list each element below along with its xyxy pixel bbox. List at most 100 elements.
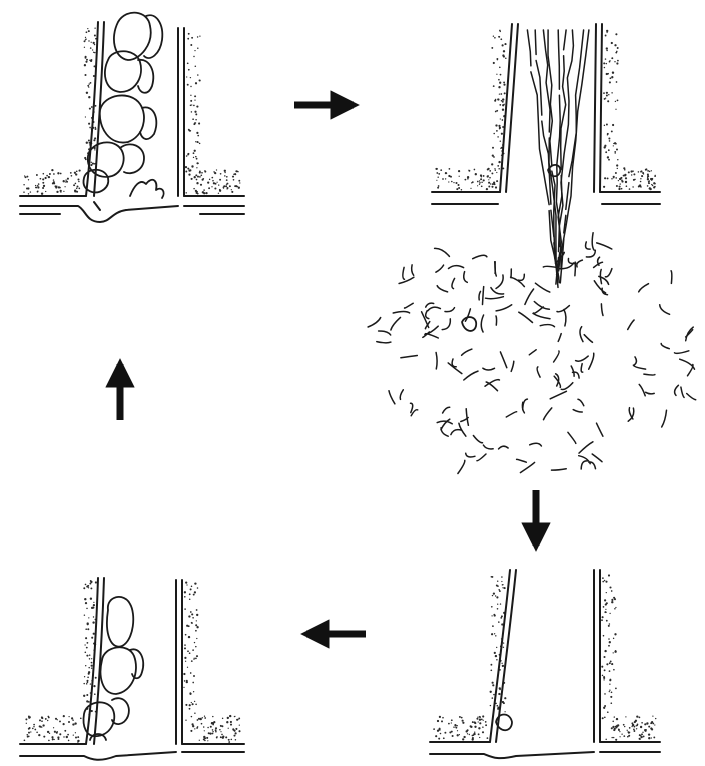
filament [639,384,645,395]
stipple-dot [502,44,504,46]
stipple-dot [603,677,605,679]
stipple-dot [504,104,505,105]
stipple-dot [205,192,207,194]
stipple-dot [640,181,642,183]
stipple-dot [93,604,95,606]
stipple-dot [498,621,500,623]
stipple-dot [63,180,65,182]
stipple-dot [652,715,653,716]
stipple-dot [615,172,617,174]
stipple-dot [609,140,611,142]
stipple-dot [629,732,630,733]
stipple-dot [68,716,69,717]
stipple-dot [51,736,53,738]
stipple-dot [609,679,611,681]
stipple-dot [609,623,611,625]
filament [564,310,566,326]
filament [477,454,486,461]
stipple-dot [41,717,43,719]
stipple-dot [90,683,91,684]
stipple-dot [481,176,482,177]
stipple-dot [492,625,494,627]
stipple-dot [239,724,240,725]
stipple-dot [95,581,97,583]
stipple-dot [636,715,638,717]
stipple-dot [464,179,466,181]
filament [464,371,478,380]
stipple-dot [185,581,187,583]
stipple-dot [84,47,85,48]
stipple-dot [185,661,186,662]
stipple-dot [86,31,88,33]
filament [558,334,561,342]
stipple-dot [216,737,218,739]
filament [644,374,655,375]
stipple-dot [436,172,438,174]
stipple-dot [479,180,480,181]
stipple-dot [193,675,195,677]
stipple-dot [192,118,194,120]
stipple-dot [496,58,498,60]
stipple-dot [496,110,498,112]
stipple-dot [613,176,615,178]
stipple-dot [66,736,68,738]
stipple-dot [203,189,205,191]
stipple-dot [616,148,618,150]
stipple-dot [70,172,72,174]
stipple-dot [46,175,48,177]
stipple-dot [488,179,489,180]
stipple-dot [604,650,606,652]
stipple-dot [620,177,622,179]
stipple-dot [437,187,439,189]
stipple-dot [607,73,609,75]
stipple-dot [64,730,66,732]
stipple-dot [91,162,92,163]
stipple-dot [611,727,613,729]
stipple-dot [209,179,210,180]
stipple-dot [75,173,77,175]
stipple-dot [218,184,219,185]
stipple-dot [449,168,451,170]
stipple-dot [84,676,85,677]
tissue-stipple [433,574,656,740]
stipple-dot [85,116,86,117]
stipple-dot [199,740,200,741]
stipple-dot [194,582,196,584]
stipple-dot [627,731,629,733]
stipple-dot [49,733,50,734]
stipple-dot [500,38,502,40]
stipple-dot [84,64,86,66]
stipple-dot [90,587,92,589]
stipple-dot [37,190,38,191]
stipple-dot [604,125,605,126]
stipple-dot [88,140,90,142]
stipple-dot [638,716,640,718]
stipple-dot [500,93,502,95]
stipple-dot [650,722,652,724]
stipple-dot [480,178,482,180]
stipple-dot [481,719,483,721]
stipple-dot [487,169,489,171]
stipple-dot [194,122,196,124]
filament [592,454,602,462]
stipple-dot [238,730,240,732]
stipple-dot [212,733,214,735]
stipple-dot [608,94,609,95]
stipple-dot [232,729,234,731]
stipple-dot [228,739,230,741]
stipple-dot [194,591,196,593]
stipple-dot [187,667,188,668]
stipple-dot [625,716,626,717]
stipple-dot [604,67,606,69]
stipple-dot [197,135,199,137]
stipple-dot [606,620,608,622]
stipple-dot [95,128,97,130]
stipple-dot [493,592,495,594]
stipple-dot [94,163,96,165]
stipple-dot [617,47,619,49]
stipple-dot [604,177,606,179]
stipple-dot [88,617,89,618]
stipple-dot [643,735,645,737]
stipple-dot [28,193,29,194]
stipple-dot [609,684,610,685]
